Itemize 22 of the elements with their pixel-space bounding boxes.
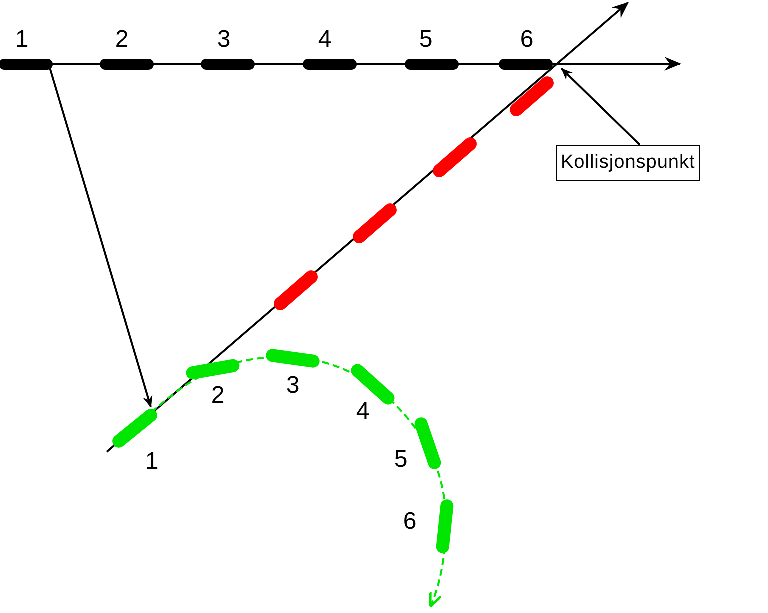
vessel-shape bbox=[499, 58, 553, 70]
vessel-shape bbox=[0, 58, 53, 70]
position-number: 5 bbox=[394, 448, 408, 472]
position-number: 4 bbox=[356, 400, 370, 424]
position-number: 5 bbox=[419, 28, 433, 52]
vessel-shape bbox=[201, 58, 255, 70]
position-number: 6 bbox=[520, 28, 534, 52]
vessel-shape bbox=[436, 498, 454, 554]
vessel-shape bbox=[405, 58, 459, 70]
position-number: 2 bbox=[211, 384, 225, 408]
vessel-shape bbox=[100, 58, 154, 70]
position-number: 4 bbox=[318, 28, 332, 52]
position-number: 6 bbox=[403, 510, 417, 534]
callout-label: Kollisjonspunkt bbox=[556, 145, 700, 181]
position-number: 1 bbox=[15, 28, 29, 52]
leader-line bbox=[561, 68, 641, 146]
position-number: 3 bbox=[286, 374, 300, 398]
position-number: 3 bbox=[217, 28, 231, 52]
position-number: 1 bbox=[145, 450, 159, 474]
arrow bbox=[49, 68, 153, 408]
vessel-shape bbox=[303, 58, 357, 70]
position-number: 2 bbox=[115, 28, 129, 52]
